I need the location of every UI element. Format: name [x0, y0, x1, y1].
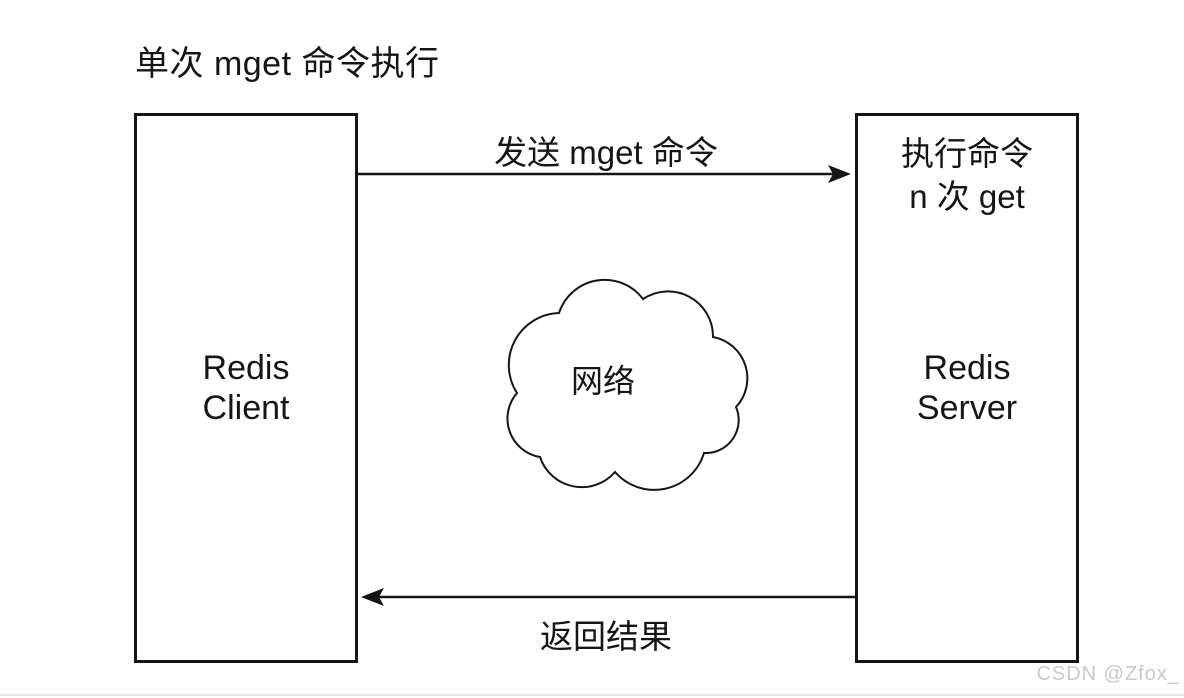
- response-arrow-head: [361, 588, 384, 606]
- redis-server-header-line1: 执行命令: [901, 135, 1033, 172]
- redis-server-label: Redis Server: [858, 348, 1076, 428]
- redis-server-header: 执行命令 n 次 get: [858, 132, 1076, 218]
- response-arrow-label: 返回结果: [540, 618, 672, 655]
- redis-server-label-line1: Redis: [923, 349, 1011, 387]
- diagram-title: 单次 mget 命令执行: [135, 45, 440, 83]
- watermark: CSDN @Zfox_: [1036, 663, 1180, 685]
- network-cloud-label: 网络: [570, 363, 635, 399]
- redis-server-label-line2: Server: [916, 389, 1018, 427]
- redis-client-box: Redis Client: [134, 113, 358, 663]
- redis-client-label-line1: Redis: [202, 349, 290, 387]
- bottom-divider: [0, 694, 1184, 696]
- redis-server-header-line2: n 次 get: [909, 178, 1025, 215]
- request-arrow-label: 发送 mget 命令: [494, 134, 718, 171]
- redis-server-box: 执行命令 n 次 get Redis Server: [855, 113, 1079, 663]
- redis-client-label: Redis Client: [137, 348, 355, 428]
- redis-client-label-line2: Client: [202, 389, 290, 427]
